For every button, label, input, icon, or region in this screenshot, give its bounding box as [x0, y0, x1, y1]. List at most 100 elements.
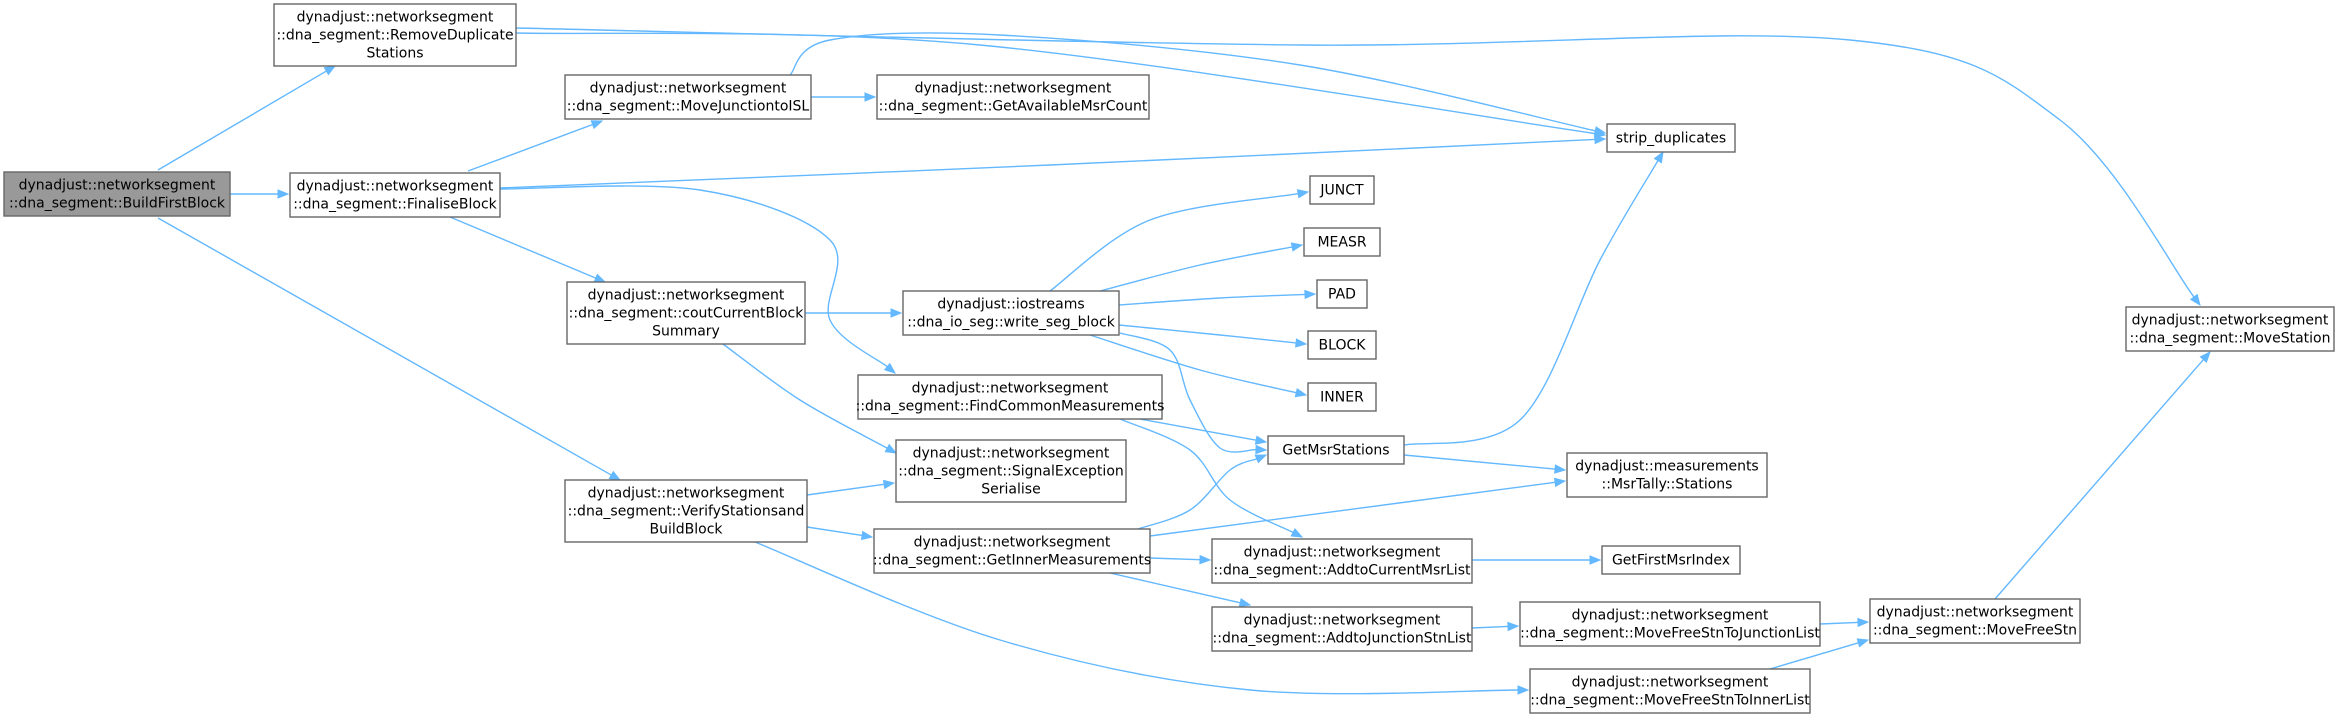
- node-label: ::dna_segment::GetAvailableMsrCount: [879, 99, 1148, 115]
- node-junct[interactable]: JUNCT: [1309, 175, 1375, 205]
- node-cout-current-block-summary[interactable]: dynadjust::networksegment::dna_segment::…: [566, 281, 806, 345]
- node-box[interactable]: [1529, 668, 1811, 714]
- arrowhead-icon: [1255, 444, 1268, 455]
- arrowhead-icon: [884, 443, 898, 454]
- node-block[interactable]: BLOCK: [1307, 330, 1377, 360]
- arrowhead-icon: [1199, 554, 1212, 565]
- node-msr-tally-stations[interactable]: dynadjust::measurements::MsrTally::Stati…: [1566, 452, 1768, 498]
- edge-line: [1403, 454, 1556, 470]
- node-box[interactable]: [1303, 227, 1381, 257]
- edge-move_junction_to_isl-to-get_available_msr_count: [811, 92, 877, 102]
- node-box[interactable]: [876, 74, 1150, 120]
- node-strip-duplicates[interactable]: strip_duplicates: [1606, 123, 1736, 153]
- edge-find_common_measurements-to-addto_current_msr_list: [1119, 418, 1304, 538]
- node-move-station[interactable]: dynadjust::networksegment::dna_segment::…: [2125, 306, 2335, 352]
- node-move-free-stn-to-inner-list[interactable]: dynadjust::networksegment::dna_segment::…: [1529, 668, 1811, 714]
- node-label: ::dna_segment::AddtoCurrentMsrList: [1214, 563, 1471, 579]
- node-label: Serialise: [981, 482, 1040, 498]
- node-label: dynadjust::measurements: [1575, 459, 1758, 475]
- edge-line: [806, 483, 885, 496]
- edge-cout_current_block_summary-to-signal_exception_serialise: [722, 343, 898, 454]
- edge-get_inner_measurements-to-get_msr_stations: [1137, 454, 1268, 530]
- node-remove-duplicate-stations[interactable]: dynadjust::networksegment::dna_segment::…: [273, 3, 517, 67]
- node-box[interactable]: [289, 172, 501, 218]
- edge-find_common_measurements-to-get_msr_stations: [1139, 418, 1268, 445]
- node-label: BuildBlock: [649, 522, 723, 538]
- node-inner[interactable]: INNER: [1307, 382, 1377, 412]
- node-build-first-block[interactable]: dynadjust::networksegment::dna_segment::…: [3, 171, 231, 217]
- node-box[interactable]: [873, 528, 1151, 574]
- node-box[interactable]: [564, 74, 812, 120]
- node-label: BLOCK: [1319, 338, 1367, 354]
- node-box[interactable]: [1316, 279, 1368, 309]
- node-label: dynadjust::networksegment: [1572, 675, 1769, 691]
- node-move-free-stn[interactable]: dynadjust::networksegment::dna_segment::…: [1869, 598, 2081, 644]
- node-get-inner-measurements[interactable]: dynadjust::networksegment::dna_segment::…: [873, 528, 1151, 574]
- arrowhead-icon: [2189, 293, 2201, 307]
- edge-line: [1769, 642, 1859, 670]
- edge-line: [157, 217, 612, 476]
- edge-build_first_block-to-remove_duplicate_stations: [157, 65, 337, 171]
- node-box[interactable]: [566, 281, 806, 345]
- node-write-seg-block[interactable]: dynadjust::iostreams::dna_io_seg::write_…: [902, 290, 1120, 336]
- node-move-free-stn-to-junction-list[interactable]: dynadjust::networksegment::dna_segment::…: [1519, 601, 1821, 647]
- node-verify-stations-and-build-block[interactable]: dynadjust::networksegment::dna_segment::…: [564, 479, 808, 543]
- node-measr[interactable]: MEASR: [1303, 227, 1381, 257]
- arrowhead-icon: [1553, 477, 1567, 488]
- node-label: dynadjust::networksegment: [19, 178, 216, 194]
- node-move-junction-to-isl[interactable]: dynadjust::networksegment::dna_segment::…: [564, 74, 812, 120]
- node-box[interactable]: [564, 479, 808, 543]
- node-label: dynadjust::networksegment: [1244, 545, 1441, 561]
- node-label: strip_duplicates: [1616, 131, 1726, 147]
- node-get-available-msr-count[interactable]: dynadjust::networksegment::dna_segment::…: [876, 74, 1150, 120]
- node-box[interactable]: [857, 374, 1163, 420]
- node-finalise-block[interactable]: dynadjust::networksegment::dna_segment::…: [289, 172, 501, 218]
- edge-finalise_block-to-move_junction_to_isl: [467, 120, 604, 172]
- node-box[interactable]: [1307, 382, 1377, 412]
- edge-line: [1118, 324, 1297, 344]
- edge-write_seg_block-to-block: [1118, 324, 1308, 348]
- node-find-common-measurements[interactable]: dynadjust::networksegment::dna_segment::…: [856, 374, 1165, 420]
- edge-cout_current_block_summary-to-write_seg_block: [805, 308, 903, 318]
- node-label: JUNCT: [1319, 183, 1364, 199]
- edge-line: [1118, 293, 1306, 306]
- arrowhead-icon: [864, 92, 877, 102]
- node-addto-current-msr-list[interactable]: dynadjust::networksegment::dna_segment::…: [1211, 538, 1473, 584]
- edge-line: [722, 343, 888, 449]
- node-box[interactable]: [1211, 606, 1473, 652]
- node-box[interactable]: [273, 3, 517, 67]
- node-box[interactable]: [1519, 601, 1821, 647]
- node-box[interactable]: [1606, 123, 1736, 153]
- node-label: ::dna_io_seg::write_seg_block: [907, 315, 1115, 331]
- node-pad[interactable]: PAD: [1316, 279, 1368, 309]
- node-box[interactable]: [2125, 306, 2335, 352]
- arrowhead-icon: [608, 470, 622, 481]
- node-label: GetFirstMsrIndex: [1612, 553, 1730, 569]
- node-label: dynadjust::networksegment: [915, 81, 1112, 97]
- node-box[interactable]: [902, 290, 1120, 336]
- node-box[interactable]: [1869, 598, 2081, 644]
- node-box[interactable]: [895, 439, 1127, 503]
- node-get-first-msr-index[interactable]: GetFirstMsrIndex: [1601, 545, 1741, 575]
- node-label: dynadjust::networksegment: [588, 486, 785, 502]
- node-box[interactable]: [1307, 330, 1377, 360]
- node-signal-exception-serialise[interactable]: dynadjust::networksegment::dna_segment::…: [895, 439, 1127, 503]
- node-label: ::dna_segment::FindCommonMeasurements: [856, 399, 1165, 415]
- arrowhead-icon: [883, 362, 897, 374]
- node-get-msr-stations[interactable]: GetMsrStations: [1267, 435, 1405, 465]
- node-box[interactable]: [1309, 175, 1375, 205]
- arrowhead-icon: [860, 530, 874, 541]
- node-addto-junction-stn-list[interactable]: dynadjust::networksegment::dna_segment::…: [1211, 606, 1473, 652]
- node-box[interactable]: [1566, 452, 1768, 498]
- node-box[interactable]: [1211, 538, 1473, 584]
- node-label: dynadjust::networksegment: [2132, 313, 2329, 329]
- edge-move_free_stn-to-move_station: [1994, 350, 2211, 600]
- arrowhead-icon: [1653, 150, 1664, 164]
- arrowhead-icon: [1294, 387, 1308, 398]
- node-label: dynadjust::networksegment: [1244, 613, 1441, 629]
- node-label: ::MsrTally::Stations: [1602, 477, 1733, 493]
- node-box[interactable]: [1601, 545, 1741, 575]
- node-box[interactable]: [3, 171, 231, 217]
- node-box[interactable]: [1267, 435, 1405, 465]
